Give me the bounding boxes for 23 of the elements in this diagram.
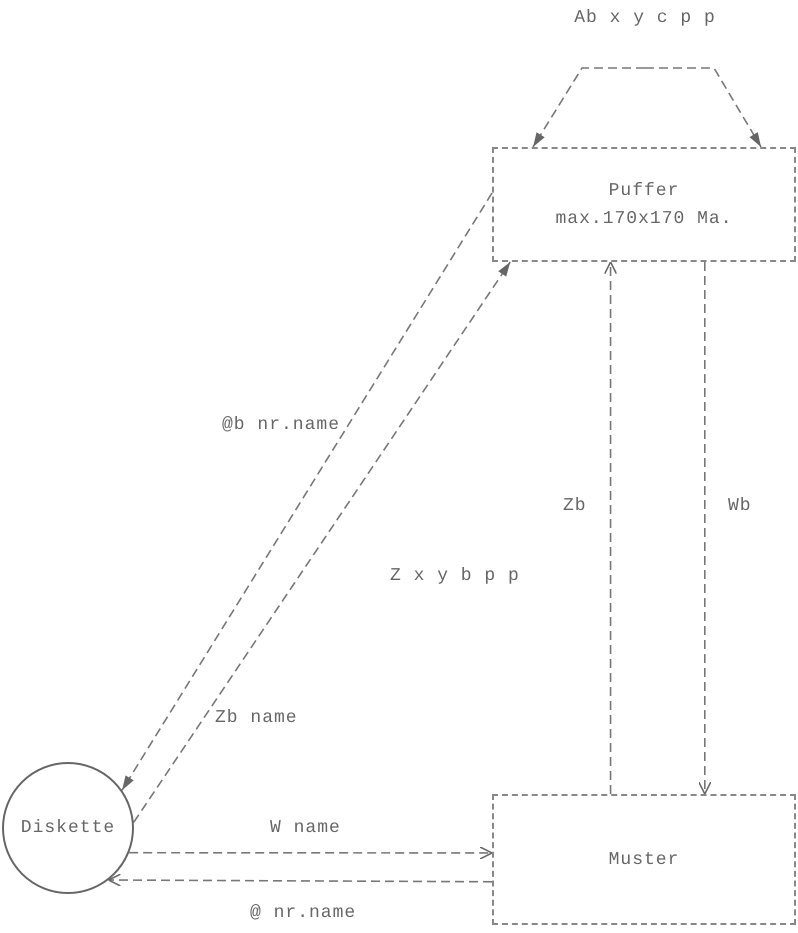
arrow xyxy=(121,192,493,791)
arrow xyxy=(532,67,645,148)
buffer-box xyxy=(492,147,796,262)
arrow xyxy=(129,846,493,860)
edge-label: @ nr.name xyxy=(250,903,356,923)
arrow xyxy=(133,262,511,823)
heading-text: Ab x y c p p xyxy=(574,8,716,28)
arrow xyxy=(108,873,492,887)
edge-label: Zb xyxy=(563,496,587,516)
pattern-box xyxy=(492,794,796,925)
edge-label: W name xyxy=(270,818,341,838)
edge-label: @b nr.name xyxy=(222,415,340,435)
disk-circle xyxy=(2,762,134,894)
arrow xyxy=(698,262,712,795)
arrow xyxy=(645,67,762,148)
node-title: Puffer xyxy=(608,180,680,200)
node-title: Muster xyxy=(608,850,680,870)
node-title: Diskette xyxy=(20,818,116,838)
edge-label: Zb name xyxy=(215,708,298,728)
note-text: Z x y b p p xyxy=(390,566,520,586)
edge-label: Wb xyxy=(728,496,752,516)
node-subtitle: max.170x170 Ma. xyxy=(555,208,733,228)
arrow xyxy=(604,261,618,794)
